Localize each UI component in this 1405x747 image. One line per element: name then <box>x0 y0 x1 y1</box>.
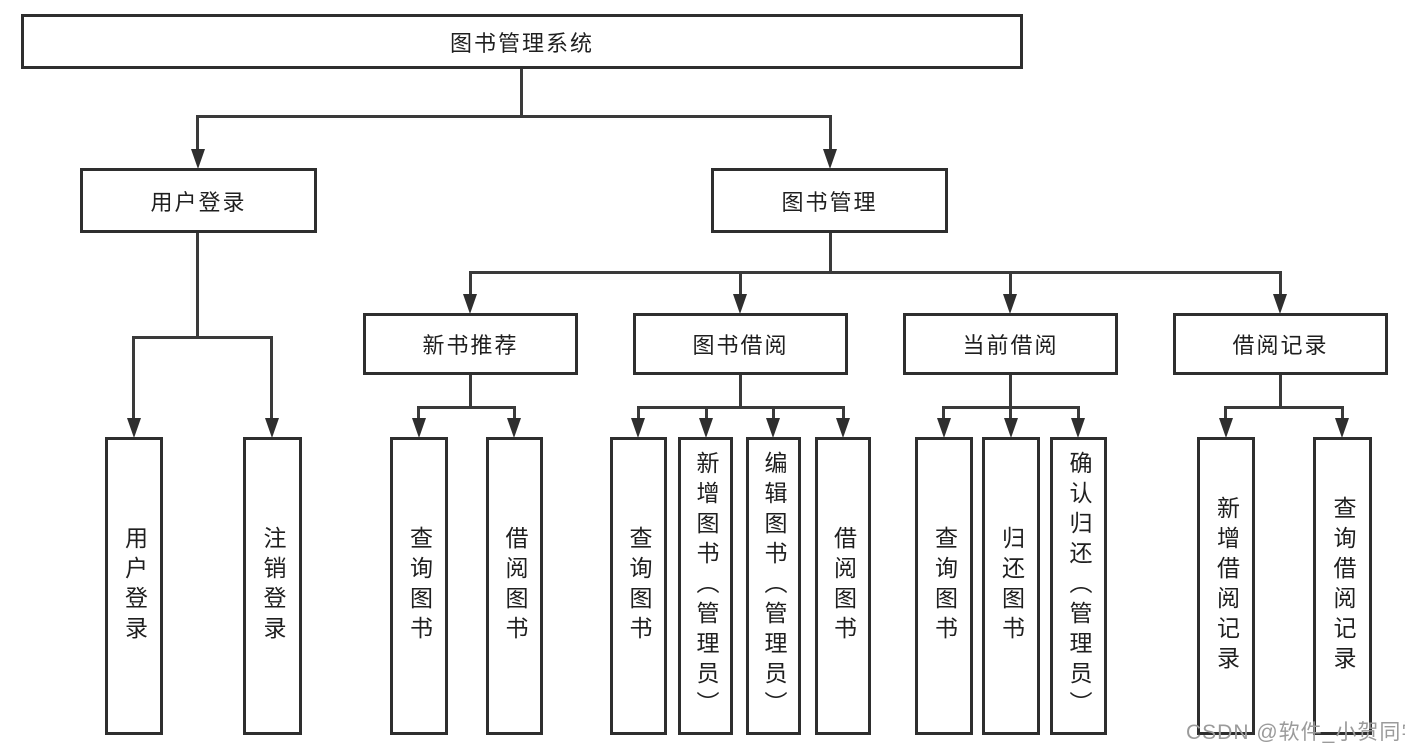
arrowhead-icon <box>823 149 837 169</box>
arrowhead-icon <box>1003 294 1017 314</box>
node-current-borrowing: 当前借阅 <box>903 313 1118 375</box>
leaf-nbr-borrow-books: 借阅图书 <box>486 437 543 735</box>
node-root: 图书管理系统 <box>21 14 1023 69</box>
connector-line <box>942 406 945 420</box>
arrowhead-icon <box>507 418 521 438</box>
arrowhead-icon <box>265 418 279 438</box>
leaf-br-add-record: 新增借阅记录 <box>1197 437 1255 735</box>
leaf-cb-return-books-label: 归还图书 <box>998 526 1025 646</box>
arrowhead-icon <box>699 418 713 438</box>
connector-line <box>417 406 420 420</box>
connector-line <box>842 406 845 420</box>
connector-line <box>1224 406 1344 409</box>
connector-line <box>705 406 708 420</box>
node-current-borrowing-label: 当前借阅 <box>962 333 1059 358</box>
leaf-nbr-query-books: 查询图书 <box>390 437 448 735</box>
node-book-borrowing-label: 图书借阅 <box>692 333 789 358</box>
leaf-nbr-borrow-books-label: 借阅图书 <box>502 526 528 646</box>
arrowhead-icon <box>1273 294 1287 314</box>
arrowhead-icon <box>1004 418 1018 438</box>
leaf-cb-confirm-return-label: 确认归还（管理员） <box>1066 451 1092 721</box>
connector-line <box>739 271 742 296</box>
connector-line <box>196 233 199 338</box>
arrowhead-icon <box>1335 418 1349 438</box>
leaf-cb-query-books: 查询图书 <box>915 437 973 735</box>
connector-line <box>469 375 472 409</box>
node-book-management: 图书管理 <box>711 168 948 233</box>
leaf-br-add-record-label: 新增借阅记录 <box>1213 496 1240 676</box>
csdn-watermark: CSDN @软件_小贺同学 <box>1186 721 1405 744</box>
leaf-user-login-label: 用户登录 <box>121 526 148 646</box>
leaf-bb-edit-books-label: 编辑图书（管理员） <box>761 451 787 721</box>
node-book-management-label: 图书管理 <box>781 189 878 215</box>
connector-line <box>417 406 516 409</box>
connector-line <box>132 336 135 420</box>
connector-line <box>829 233 832 274</box>
arrowhead-icon <box>127 418 141 438</box>
connector-line <box>1341 406 1344 420</box>
connector-line <box>829 115 832 151</box>
arrowhead-icon <box>191 149 205 169</box>
node-user-login-label: 用户登录 <box>150 189 247 215</box>
connector-line <box>739 375 742 409</box>
node-new-book-recommend: 新书推荐 <box>363 313 578 375</box>
node-new-book-recommend-label: 新书推荐 <box>422 333 519 358</box>
leaf-bb-edit-books: 编辑图书（管理员） <box>746 437 801 735</box>
arrowhead-icon <box>631 418 645 438</box>
leaf-br-query-record-label: 查询借阅记录 <box>1330 496 1356 676</box>
connector-line <box>637 406 844 409</box>
leaf-bb-add-books: 新增图书（管理员） <box>678 437 733 735</box>
connector-line <box>469 271 1282 274</box>
connector-line <box>196 115 199 151</box>
arrowhead-icon <box>1071 418 1085 438</box>
node-borrowing-records-label: 借阅记录 <box>1232 333 1329 358</box>
node-root-label: 图书管理系统 <box>449 30 594 56</box>
leaf-bb-add-books-label: 新增图书（管理员） <box>693 451 719 721</box>
connector-line <box>772 406 775 420</box>
connector-line <box>1279 271 1282 296</box>
connector-line <box>1009 271 1012 296</box>
connector-line <box>1077 406 1080 420</box>
leaf-user-login: 用户登录 <box>105 437 163 735</box>
connector-line <box>513 406 516 420</box>
leaf-bb-borrow-books: 借阅图书 <box>815 437 871 735</box>
connector-line <box>196 115 832 118</box>
node-book-borrowing: 图书借阅 <box>633 313 848 375</box>
leaf-cb-confirm-return: 确认归还（管理员） <box>1050 437 1107 735</box>
arrowhead-icon <box>836 418 850 438</box>
node-borrowing-records: 借阅记录 <box>1173 313 1388 375</box>
leaf-logout: 注销登录 <box>243 437 302 735</box>
connector-line <box>1224 406 1227 420</box>
arrowhead-icon <box>733 294 747 314</box>
connector-line <box>1009 375 1012 409</box>
connector-line <box>637 406 640 420</box>
connector-line <box>270 336 273 420</box>
leaf-cb-query-books-label: 查询图书 <box>931 526 958 646</box>
arrowhead-icon <box>463 294 477 314</box>
arrowhead-icon <box>1219 418 1233 438</box>
leaf-nbr-query-books-label: 查询图书 <box>406 526 433 646</box>
node-user-login: 用户登录 <box>80 168 317 233</box>
leaf-bb-query-books-label: 查询图书 <box>626 526 652 646</box>
connector-line <box>469 271 472 296</box>
connector-line <box>520 69 523 117</box>
leaf-bb-borrow-books-label: 借阅图书 <box>830 526 857 646</box>
leaf-cb-return-books: 归还图书 <box>982 437 1040 735</box>
leaf-logout-label: 注销登录 <box>260 526 286 646</box>
connector-line <box>1279 375 1282 409</box>
connector-line <box>132 336 273 339</box>
arrowhead-icon <box>412 418 426 438</box>
leaf-br-query-record: 查询借阅记录 <box>1313 437 1372 735</box>
arrowhead-icon <box>766 418 780 438</box>
arrowhead-icon <box>937 418 951 438</box>
connector-line <box>1009 406 1012 420</box>
leaf-bb-query-books: 查询图书 <box>610 437 667 735</box>
